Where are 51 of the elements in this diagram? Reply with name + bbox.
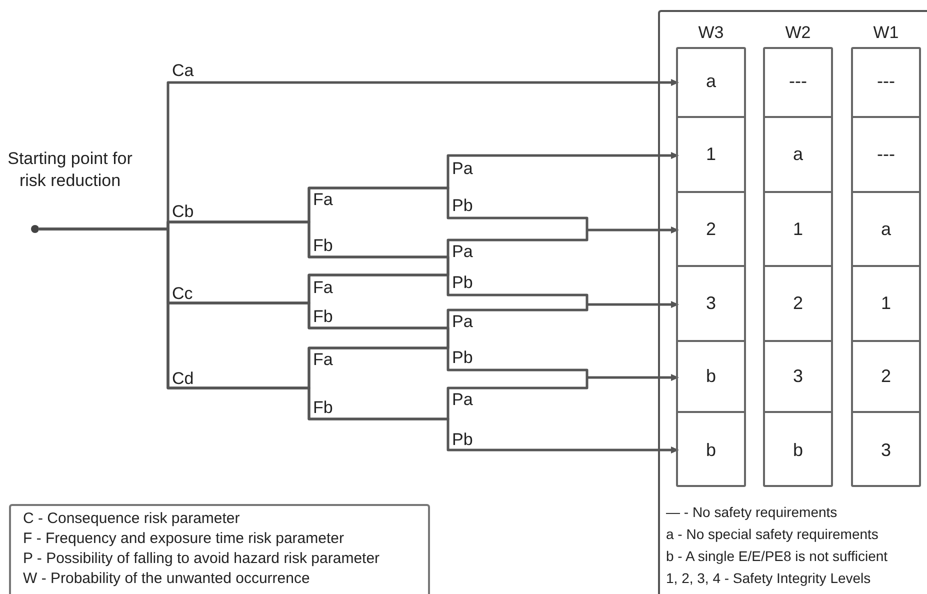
branch-label: Cc	[172, 285, 193, 303]
table-cell: a	[678, 47, 744, 118]
branch-label: Pa	[452, 243, 473, 261]
branch-label: Fa	[313, 191, 333, 209]
legend-text: P - Possibility of falling to avoid hazard risk parameter	[23, 549, 381, 569]
note-text: 1, 2, 3, 4 - Safety Integrity Levels	[666, 569, 871, 587]
table-cell: 1	[678, 118, 744, 193]
start-dot	[31, 225, 39, 233]
table-cell: a	[765, 118, 831, 193]
branch-label: Fa	[313, 279, 333, 297]
note-text: — - No safety requirements	[666, 503, 838, 521]
branch-label: Pb	[452, 197, 473, 215]
table-cell: 3	[678, 267, 744, 342]
table-cell: b	[678, 342, 744, 413]
branch-label: Fa	[313, 351, 333, 369]
branch-label: Cd	[172, 370, 194, 388]
table-cell: ---	[765, 47, 831, 118]
note-text: a - No special safety requirements	[666, 525, 878, 543]
branch-label: Pa	[452, 160, 473, 178]
branch-label: Pb	[452, 431, 473, 449]
table-cell: a	[853, 193, 919, 267]
branch-label: Fb	[313, 308, 333, 326]
branch-label: Pa	[452, 391, 473, 409]
table-cell: 2	[765, 267, 831, 342]
table-frame	[658, 10, 927, 594]
branch-label: Pa	[452, 313, 473, 331]
legend-box	[9, 504, 430, 594]
table-cell: b	[678, 413, 744, 487]
table-cell: ---	[853, 118, 919, 193]
branch-label: Fb	[313, 399, 333, 417]
legend-text: C - Consequence risk parameter	[23, 509, 241, 529]
branch-label: Ca	[172, 62, 194, 80]
table-cell: 2	[678, 193, 744, 267]
legend-text: W - Probability of the unwanted occurrence	[23, 569, 311, 589]
branch-label: Cb	[172, 203, 194, 221]
table-cell: 1	[765, 193, 831, 267]
table-cell: 1	[853, 267, 919, 342]
branch-label: Pb	[452, 274, 473, 292]
table-cell: b	[765, 413, 831, 487]
table-cell: 3	[765, 342, 831, 413]
branch-label: Pb	[452, 349, 473, 367]
legend-text: F - Frequency and exposure time risk parameter	[23, 529, 345, 549]
note-text: b - A single E/E/PE8 is not sufficient	[666, 547, 888, 565]
start-label: Starting point for risk reduction	[6, 148, 134, 192]
column-header: W1	[872, 23, 900, 43]
branch-label: Fb	[313, 237, 333, 255]
table-cell: ---	[853, 47, 919, 118]
column-header: W3	[697, 23, 725, 43]
table-cell: 3	[853, 413, 919, 487]
column-header: W2	[784, 23, 812, 43]
table-cell: 2	[853, 342, 919, 413]
